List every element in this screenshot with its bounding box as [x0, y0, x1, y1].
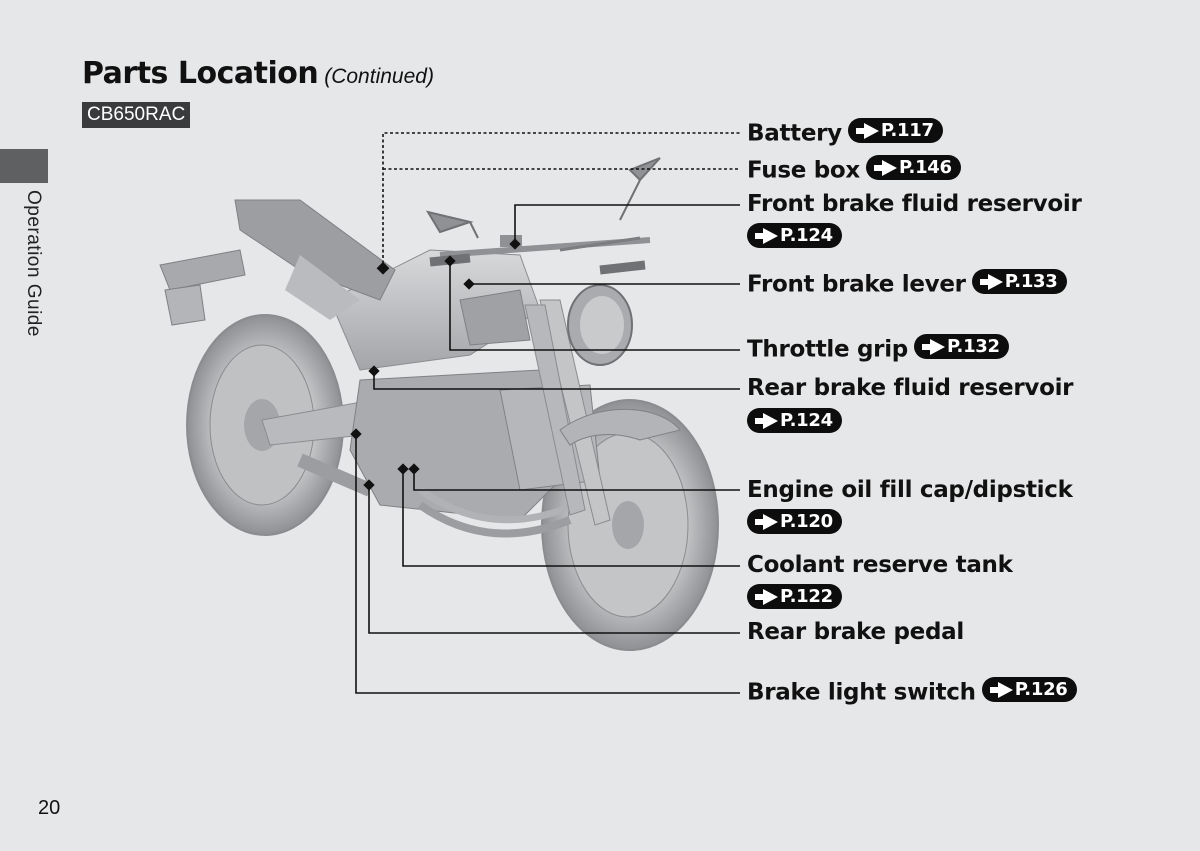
label-coolant-reserve-tank-text: Coolant reserve tank	[747, 552, 1013, 578]
label-engine-oil-fill-cap-ref: P.120	[747, 509, 842, 540]
ref-engine-oil-fill-cap-page: P.120	[780, 510, 833, 532]
label-rear-brake-pedal: Rear brake pedal	[747, 617, 964, 647]
page-number: 20	[38, 797, 61, 819]
label-battery: Battery P.117	[747, 118, 943, 149]
arrow-right-icon	[755, 513, 778, 530]
point-coolant-reserve-tank	[397, 463, 409, 475]
ref-fuse-box-page: P.146	[898, 156, 952, 178]
label-brake-light-switch-text: Brake light switch	[747, 679, 976, 706]
label-fuse-box: Fuse box P.146	[747, 155, 961, 186]
ref-badge-rear-brake-fluid-reservoir[interactable]: P.124	[747, 408, 842, 433]
leader-brake-light-switch	[355, 434, 740, 694]
leader-battery	[382, 132, 740, 269]
point-front-brake-fluid-reservoir	[509, 238, 521, 250]
leader-front-brake-fluid-reservoir	[514, 204, 740, 244]
label-front-brake-fluid-reservoir-ref: P.124	[747, 223, 842, 254]
section-label: Operation Guide	[23, 190, 44, 337]
model-tag: CB650RAC	[82, 102, 191, 128]
leader-coolant-reserve-tank	[402, 469, 740, 567]
ref-badge-battery[interactable]: P.117	[847, 118, 943, 143]
point-rear-brake-pedal	[363, 479, 375, 491]
ref-brake-light-switch-page: P.126	[1014, 678, 1068, 700]
label-front-brake-fluid-reservoir: Front brake fluid reservoir	[747, 189, 1082, 219]
ref-badge-throttle-grip[interactable]: P.132	[913, 334, 1009, 359]
point-brake-light-switch	[350, 428, 362, 440]
label-rear-brake-fluid-reservoir-text: Rear brake fluid reservoir	[747, 375, 1074, 401]
ref-badge-front-brake-lever[interactable]: P.133	[971, 269, 1067, 294]
label-coolant-reserve-tank-ref: P.122	[747, 584, 842, 615]
ref-badge-brake-light-switch[interactable]: P.126	[981, 677, 1077, 702]
title-text: Parts Location	[82, 56, 319, 91]
label-fuse-box-text: Fuse box	[747, 157, 860, 184]
label-throttle-grip: Throttle grip P.132	[747, 334, 1009, 365]
arrow-right-icon	[989, 681, 1013, 698]
point-engine-oil-fill-cap	[408, 463, 420, 475]
arrow-right-icon	[921, 338, 945, 355]
point-rear-brake-fluid-reservoir	[368, 365, 380, 377]
arrow-right-icon	[755, 412, 778, 429]
ref-front-brake-lever-page: P.133	[1004, 270, 1058, 292]
ref-battery-page: P.117	[880, 119, 934, 141]
label-engine-oil-fill-cap-text: Engine oil fill cap/dipstick	[747, 477, 1073, 503]
arrow-right-icon	[855, 122, 879, 139]
ref-throttle-grip-page: P.132	[946, 335, 1000, 357]
label-coolant-reserve-tank: Coolant reserve tank	[747, 550, 1013, 580]
page-title: Parts Location(Continued)	[82, 56, 434, 91]
leader-points	[350, 238, 521, 491]
label-front-brake-fluid-reservoir-text: Front brake fluid reservoir	[747, 191, 1082, 217]
arrow-right-icon	[755, 227, 778, 244]
point-throttle-grip	[444, 255, 456, 267]
point-front-brake-lever	[463, 278, 475, 290]
leader-rear-brake-fluid-reservoir	[373, 371, 740, 390]
label-battery-text: Battery	[747, 120, 842, 147]
label-engine-oil-fill-cap: Engine oil fill cap/dipstick	[747, 475, 1073, 505]
label-front-brake-lever: Front brake lever P.133	[747, 269, 1067, 300]
arrow-right-icon	[755, 588, 778, 605]
arrow-right-icon	[979, 273, 1003, 290]
leader-lines	[355, 132, 740, 694]
leader-rear-brake-pedal	[368, 485, 740, 634]
title-continued: (Continued)	[324, 65, 434, 88]
label-rear-brake-fluid-reservoir-ref: P.124	[747, 408, 842, 439]
point-battery	[376, 261, 390, 275]
label-brake-light-switch: Brake light switch P.126	[747, 677, 1077, 708]
ref-badge-front-brake-fluid-reservoir[interactable]: P.124	[747, 223, 842, 248]
label-rear-brake-pedal-text: Rear brake pedal	[747, 619, 964, 645]
ref-badge-coolant-reserve-tank[interactable]: P.122	[747, 584, 842, 609]
arrow-right-icon	[873, 159, 897, 176]
label-throttle-grip-text: Throttle grip	[747, 336, 908, 363]
ref-coolant-reserve-tank-page: P.122	[780, 585, 833, 607]
ref-rear-brake-fluid-reservoir-page: P.124	[780, 409, 833, 431]
label-rear-brake-fluid-reservoir: Rear brake fluid reservoir	[747, 373, 1074, 403]
section-tab	[0, 149, 48, 183]
leader-engine-oil-fill-cap	[413, 469, 740, 491]
motorcycle-illustration	[159, 157, 719, 651]
label-front-brake-lever-text: Front brake lever	[747, 271, 966, 298]
ref-badge-fuse-box[interactable]: P.146	[865, 155, 961, 180]
ref-front-brake-fluid-reservoir-page: P.124	[780, 224, 833, 246]
leader-throttle-grip	[449, 261, 740, 351]
ref-badge-engine-oil-fill-cap[interactable]: P.120	[747, 509, 842, 534]
